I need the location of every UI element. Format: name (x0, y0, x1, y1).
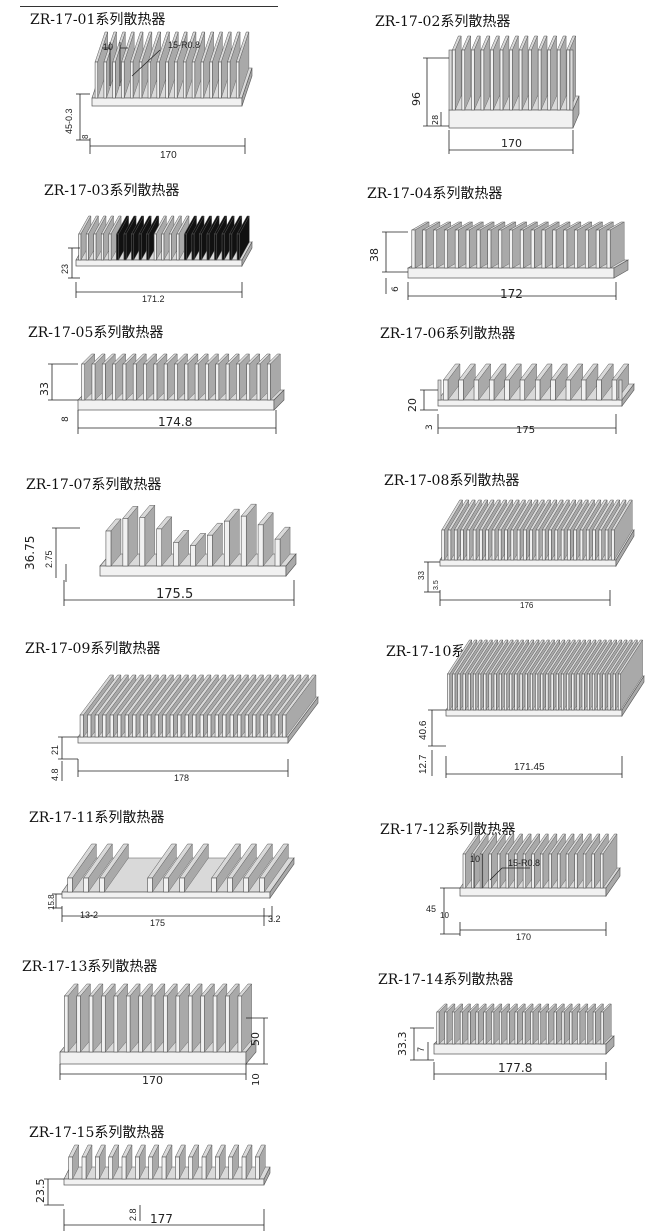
item-title: ZR-17-13系列散热器 (22, 959, 158, 975)
dim-base: 4.8 (50, 768, 60, 781)
dim-height: 23.5 (34, 1179, 47, 1204)
heatsink-drawing: 33 8 174.8 (38, 353, 285, 434)
heatsink-drawing: 33.3 7 177.8 (396, 1003, 615, 1080)
dim-width: 175 (516, 425, 535, 436)
item-title: ZR-17-14系列散热器 (378, 972, 514, 988)
heatsink-drawing: 96 28 170 (410, 35, 580, 154)
dim-mid: 13-2 (80, 910, 98, 920)
item-title: ZR-17-11系列散热器 (29, 810, 165, 826)
dim-height: 33 (417, 571, 426, 580)
heatsink-body (439, 499, 635, 568)
dim-radius: 15-R0.8 (508, 858, 540, 868)
dim-base: 3.2 (268, 914, 281, 924)
heatsink-drawing: 33 3.5 176 (417, 499, 635, 610)
item-title: ZR-17-02系列散热器 (375, 14, 511, 30)
item-title: ZR-17-01系列散热器 (30, 12, 166, 28)
item-title: ZR-17-07系列散热器 (26, 477, 162, 493)
dim-base: 2.8 (128, 1208, 138, 1221)
top-rule (20, 6, 278, 7)
dim-height: 23 (60, 264, 70, 274)
dim-height: 45 (426, 904, 436, 914)
dim-base: 3 (425, 424, 435, 430)
dim-height: 96 (410, 92, 423, 106)
heatsink-body (445, 639, 645, 718)
dim-width: 176 (520, 601, 534, 610)
heatsink-drawing: 10 15-R0.8 170 45-0.3 8 (64, 31, 253, 161)
item-title: ZR-17-03系列散热器 (44, 183, 180, 199)
dim-base: 28 (431, 115, 440, 125)
item-title: ZR-17-12系列散热器 (380, 822, 516, 838)
dim-height: 40.6 (418, 720, 429, 740)
dim-width: 170 (516, 932, 531, 942)
dim-height: 20 (406, 398, 419, 412)
item-title: ZR-17-09系列散热器 (25, 641, 161, 657)
dim-height: 38 (368, 248, 381, 262)
dim-width: 175.5 (156, 587, 193, 602)
dim-width: 172 (500, 287, 523, 301)
item-title: ZR-17-04系列散热器 (367, 186, 503, 202)
heatsink-drawing: 50 10 170 (59, 983, 268, 1087)
dim-width: 171.45 (514, 762, 545, 773)
heatsink-drawing: 20 3 175 (406, 363, 635, 436)
dim-width: 171.2 (142, 294, 165, 304)
dim-base: 6 (391, 286, 401, 292)
heatsink-drawing: 21 4.8 178 (50, 674, 319, 783)
heatsink-body (77, 353, 285, 411)
dim-width: 170 (160, 150, 177, 161)
heatsink-body (59, 983, 257, 1065)
heatsink-body (406, 221, 630, 279)
dim-base: 12.7 (418, 754, 429, 774)
heatsink-body (63, 1144, 271, 1186)
dim-base: 3.5 (433, 580, 440, 590)
dim-width: 175 (150, 918, 165, 928)
heatsink-drawing: 23 171.2 (60, 215, 253, 304)
heatsink-drawing: 36.75 2.75 175.5 (23, 503, 297, 606)
dim-fin: 10 (103, 42, 113, 52)
dim-base: 10 (251, 1073, 262, 1086)
heatsink-drawing: 15.8 13-2 175 3.2 (47, 843, 295, 928)
dim-base: 2.75 (44, 550, 54, 568)
heatsink-drawing: 10 15-R0.8 45 10 170 (426, 833, 621, 942)
dim-width: 178 (174, 773, 189, 783)
heatsink-drawing: 38 6 172 (368, 221, 630, 301)
heatsink-body (437, 363, 635, 407)
dim-height: 36.75 (23, 536, 37, 570)
dim-base: 8 (61, 416, 71, 422)
dim-base: 8 (81, 134, 90, 139)
heatsink-body (99, 503, 297, 577)
item-title: ZR-17-15系列散热器 (29, 1125, 165, 1141)
dim-height: 33 (38, 382, 51, 396)
dim-base: 10 (440, 911, 449, 920)
dim-fin: 10 (470, 854, 480, 864)
dim-width: 174.8 (158, 415, 192, 429)
item-title: ZR-17-06系列散热器 (380, 326, 516, 342)
dim-width: 170 (501, 137, 522, 150)
dim-height: 50 (249, 1032, 262, 1046)
item-title: ZR-17-08系列散热器 (384, 473, 520, 489)
heatsink-body (448, 35, 580, 129)
heatsink-drawing: 40.6 12.7 171.45 (418, 639, 645, 778)
dim-radius: 15-R0.8 (168, 40, 200, 50)
dim-base: 7 (416, 1047, 426, 1052)
dim-height: 45-0.3 (64, 108, 74, 134)
dim-width: 177.8 (498, 1061, 532, 1075)
dim-height: 15.8 (47, 894, 56, 910)
dim-width: 170 (142, 1074, 163, 1087)
heatsink-body (77, 674, 319, 744)
item-title: ZR-17-05系列散热器 (28, 325, 164, 341)
heatsink-body (75, 215, 253, 268)
heatsink-body (459, 833, 621, 897)
dim-width: 177 (150, 1212, 173, 1226)
dim-height: 21 (50, 745, 60, 755)
heatsink-drawing: 23.5 2.8 177 (34, 1144, 271, 1231)
heatsink-body (61, 843, 295, 899)
heatsink-body (433, 1003, 615, 1055)
dim-height: 33.3 (396, 1032, 409, 1057)
